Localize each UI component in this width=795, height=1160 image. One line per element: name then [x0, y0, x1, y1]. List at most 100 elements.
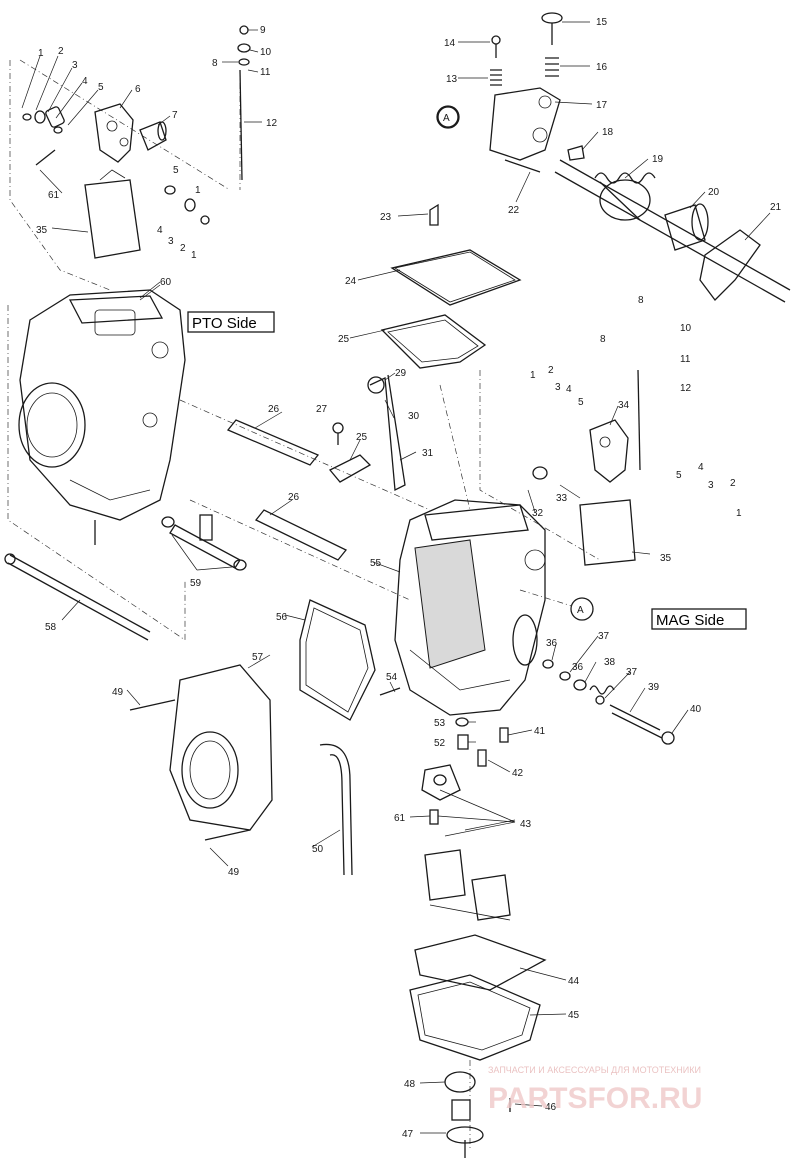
part-label: 20 — [708, 187, 720, 198]
part-label: 19 — [652, 154, 664, 165]
part-label: 16 — [596, 62, 608, 73]
part-label: 6 — [135, 84, 141, 95]
callout-a-right-label: A — [577, 605, 584, 616]
leader-lines — [21, 21, 771, 1134]
part-label: 33 — [556, 493, 568, 504]
part-label: 44 — [568, 976, 580, 987]
throttle-lever-shaft-assembly — [437, 12, 791, 303]
part-label: 45 — [568, 1010, 580, 1021]
part-label: 4 — [698, 462, 704, 473]
tee-fitting — [161, 514, 247, 571]
part-label: 36 — [546, 638, 558, 649]
part-label: 2 — [730, 478, 736, 489]
part-label: 22 — [508, 205, 520, 216]
part-label: 14 — [444, 38, 456, 49]
pto-side-text: PTO Side — [192, 315, 257, 332]
part-label: 52 — [434, 738, 446, 749]
part-label: 3 — [708, 480, 714, 491]
part-label: 13 — [446, 74, 458, 85]
watermark-logo: PARTSFOR.RU — [488, 1082, 702, 1115]
part-label: 31 — [422, 448, 434, 459]
part-label: 8 — [638, 295, 644, 306]
pto-carb-body — [7, 289, 186, 641]
part-label: 1 — [736, 508, 742, 519]
mag-side-text: MAG Side — [656, 612, 724, 629]
mag-carb-body — [394, 384, 546, 716]
part-label: 2 — [180, 243, 186, 254]
part-label: 35 — [36, 225, 48, 236]
part-label: 54 — [386, 672, 398, 683]
part-label: 5 — [676, 470, 682, 481]
part-label: 11 — [680, 354, 691, 365]
float-bowl — [409, 934, 547, 1150]
carb-top-cover — [380, 203, 522, 369]
part-label: 43 — [520, 819, 532, 830]
part-label: 27 — [316, 404, 328, 415]
part-label: 40 — [690, 704, 702, 715]
part-label: 25 — [356, 432, 368, 443]
part-label: 59 — [190, 578, 202, 589]
part-label: 18 — [602, 127, 614, 138]
part-label: 1 — [195, 185, 201, 196]
watermark: ЗАПЧАСТИ И АКСЕССУАРЫ ДЛЯ МОТОТЕХНИКИ PA… — [488, 1065, 702, 1115]
part-label: 4 — [82, 76, 88, 87]
mag-side-label: MAG Side — [651, 608, 747, 630]
part-label: 55 — [370, 558, 382, 569]
part-label: 4 — [566, 384, 572, 395]
part-label: 8 — [600, 334, 606, 345]
part-label: 39 — [648, 682, 660, 693]
part-label: 49 — [112, 687, 124, 698]
part-label: 47 — [402, 1129, 414, 1140]
part-number-labels: 1 2 3 4 5 6 7 8 9 10 11 12 5 1 4 3 2 1 6… — [36, 17, 782, 1140]
part-label: 2 — [58, 46, 64, 57]
part-label: 37 — [626, 667, 638, 678]
part-label: 26 — [288, 492, 300, 503]
part-label: 4 — [157, 225, 163, 236]
adapter-housing — [129, 664, 273, 841]
part-label: 25 — [338, 334, 350, 345]
callout-a-top: A — [436, 105, 460, 129]
part-label: 15 — [596, 17, 608, 28]
part-label: 38 — [604, 657, 616, 668]
part-label: 3 — [72, 60, 78, 71]
part-label: 50 — [312, 844, 324, 855]
part-label: 26 — [268, 404, 280, 415]
part-label: 58 — [45, 622, 57, 633]
watermark-tagline: ЗАПЧАСТИ И АКСЕССУАРЫ ДЛЯ МОТОТЕХНИКИ — [488, 1065, 701, 1075]
screws-center — [328, 374, 406, 492]
part-label: 57 — [252, 652, 264, 663]
part-label: 12 — [266, 118, 278, 129]
part-label: 8 — [212, 58, 218, 69]
part-label: 61 — [394, 813, 406, 824]
part-label: 42 — [512, 768, 524, 779]
part-label: 23 — [380, 212, 392, 223]
fuel-tubes — [179, 399, 431, 601]
part-label: 17 — [596, 100, 608, 111]
pto-side-label: PTO Side — [187, 311, 275, 333]
part-label: 35 — [660, 553, 672, 564]
part-label: 11 — [260, 67, 271, 78]
part-label: 5 — [173, 165, 179, 176]
part-label: 34 — [618, 400, 630, 411]
part-label: 3 — [168, 236, 174, 247]
float-and-jets — [379, 687, 516, 921]
part-label: 60 — [160, 277, 172, 288]
part-label: 1 — [530, 370, 536, 381]
part-label: 61 — [48, 190, 60, 201]
part-label: 48 — [404, 1079, 416, 1090]
part-label: 5 — [98, 82, 104, 93]
part-label: 9 — [260, 25, 266, 36]
mixture-screw-set — [542, 659, 675, 745]
part-label: 3 — [555, 382, 561, 393]
part-label: 56 — [276, 612, 288, 623]
part-label: 1 — [38, 48, 44, 59]
vent-hose — [319, 743, 353, 876]
part-label: 10 — [260, 47, 272, 58]
part-label: 10 — [680, 323, 692, 334]
long-bolt — [4, 553, 151, 641]
part-label: 29 — [395, 368, 407, 379]
part-label: 30 — [408, 411, 420, 422]
part-label: 53 — [434, 718, 446, 729]
part-label: 7 — [172, 110, 178, 121]
